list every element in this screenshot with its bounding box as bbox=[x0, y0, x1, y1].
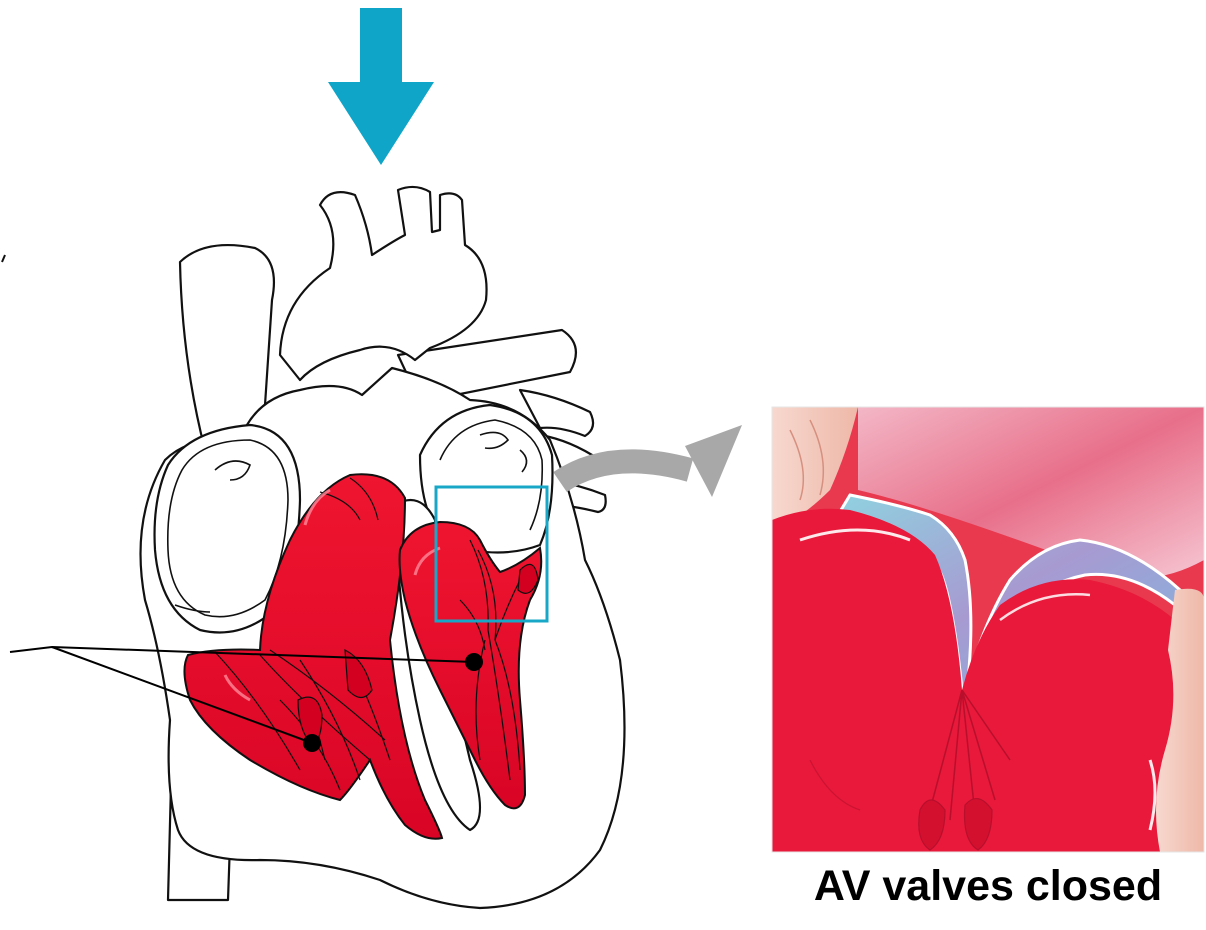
marker-dot-left-ventricle bbox=[465, 653, 483, 671]
valve-state-caption: AV valves closed bbox=[770, 862, 1206, 911]
curved-arrow-icon bbox=[560, 425, 742, 497]
edge-mark bbox=[2, 255, 5, 262]
marker-dot-right-ventricle bbox=[303, 734, 321, 752]
valve-closeup-illustration bbox=[772, 407, 1204, 852]
down-arrow-icon bbox=[328, 8, 434, 165]
